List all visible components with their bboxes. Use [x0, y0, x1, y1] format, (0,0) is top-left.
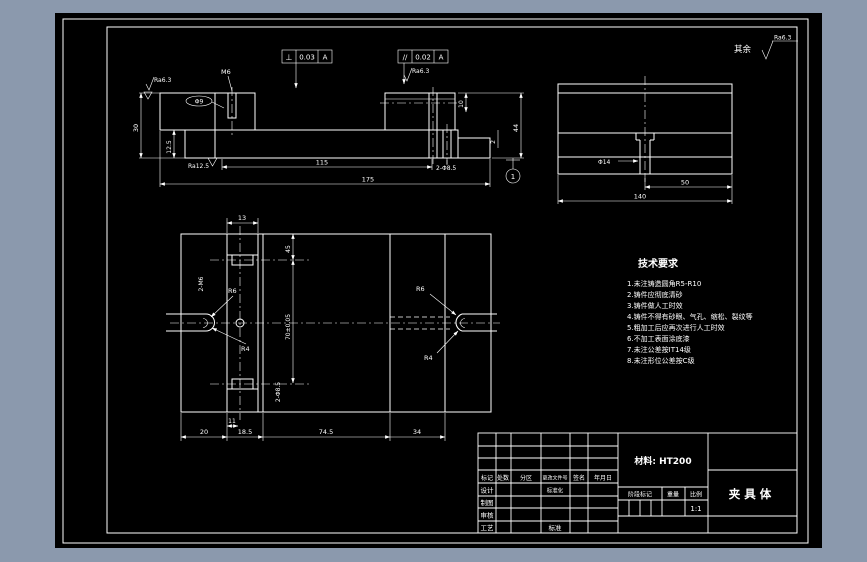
hole-callout-label: Φ9 [195, 99, 204, 106]
plan-view: R6 R4 R6 R4 2-M6 [166, 226, 500, 420]
hole-diameter-label: Φ14 [598, 159, 611, 166]
col-header-count: 处数 [497, 474, 509, 482]
tech-requirement-item: 4.铸件不得有砂眼、气孔、缩松、裂纹等 [627, 312, 753, 321]
radius-label: R4 [241, 345, 250, 353]
hole-pair-label: 2-Φ8.5 [275, 382, 282, 402]
row-design: 设计 [481, 486, 495, 495]
dim-45: 45 [285, 245, 292, 253]
gdt-tolerance: 0.03 [299, 54, 315, 62]
row-check: 审核 [481, 511, 495, 520]
roughness-label: Ra6.3 [154, 77, 171, 84]
technical-requirements: 技术要求 1.未注铸造圆角R5-R10 2.铸件应彻底清砂 3.铸件做人工时效 … [627, 257, 753, 365]
weight-label: 重量 [667, 491, 679, 499]
row-draft: 制图 [481, 498, 494, 507]
dim-34: 34 [413, 428, 421, 436]
tech-requirement-item: 1.未注铸造圆角R5-R10 [627, 279, 701, 288]
gdt-symbol: ⊥ [286, 53, 293, 62]
hole-pair-label: 2-Φ8.5 [436, 165, 456, 172]
roughness-triangle-icon [143, 91, 153, 100]
dim-10: 10 [458, 100, 465, 108]
radius-label: R6 [228, 287, 237, 295]
plan-view-dimensions: 13 45 70±0.05 2-Φ8.5 20 18.5 74.5 34 11 [180, 214, 446, 441]
drawing-canvas [55, 13, 822, 548]
gdt-tolerance: 0.02 [415, 54, 431, 62]
roughness-triangle-icon [207, 157, 218, 167]
locating-hole [235, 318, 245, 328]
general-note-prefix: 其余 [734, 44, 752, 55]
tech-requirement-item: 5.粗加工后应再次进行人工时效 [627, 323, 725, 332]
tech-requirement-item: 6.不加工表面涂底漆 [627, 334, 690, 343]
approve-label: 标准 [549, 523, 563, 532]
thread-label: M6 [221, 68, 231, 76]
dim-20: 20 [200, 428, 208, 436]
tech-requirement-item: 8.未注形位公差按C级 [627, 356, 695, 365]
scale-value: 1:1 [690, 505, 701, 513]
dim-50: 50 [681, 179, 689, 187]
dim-70: 70±0.05 [285, 314, 292, 340]
front-section-view: Φ9 [159, 87, 491, 164]
side-view: Φ14 50 140 [557, 76, 733, 204]
general-roughness-note: 其余 Ra6.3 [734, 35, 798, 60]
dim-115: 115 [316, 159, 328, 167]
roughness-check-icon [403, 67, 413, 82]
gdt-frame-perpendicularity: ⊥ 0.03 A [281, 49, 333, 89]
dim-2: 2 [490, 140, 497, 144]
gdt-symbol: // [403, 54, 408, 62]
radius-label: R4 [424, 354, 433, 362]
inner-sheet-frame [106, 26, 798, 534]
row-process: 工艺 [481, 524, 495, 532]
front-view-annotations: Ra6.3 M6 Ra6.3 Ra12.5 2-Φ8.5 1 [143, 67, 521, 184]
dim-30: 30 [132, 124, 140, 132]
hole-callout-bubble [185, 95, 213, 107]
col-header-date: 年月日 [594, 474, 612, 482]
dim-11: 11 [228, 418, 236, 425]
tech-requirement-item: 2.铸件应彻底清砂 [627, 290, 683, 299]
title-block: 标记 处数 分区 更改文件号 签名 年月日 设计 制图 审核 工艺 标准化 标准… [477, 432, 798, 534]
thread-pair-label: 2-M6 [198, 276, 205, 291]
col-header-mark: 标记 [481, 474, 493, 482]
gdt-datum: A [439, 54, 444, 62]
dim-12-5: 12.5 [166, 140, 173, 154]
col-header-signature: 签名 [573, 474, 585, 482]
dim-175: 175 [362, 176, 374, 184]
roughness-check-icon [145, 76, 155, 91]
stage-mark-label: 阶段标记 [628, 491, 652, 499]
balloon-number: 1 [511, 173, 515, 181]
gdt-frame-parallelism: // 0.02 A [397, 49, 449, 85]
roughness-check-icon [761, 40, 774, 60]
general-note-value: Ra6.3 [774, 35, 791, 42]
col-header-change-doc: 更改文件号 [542, 475, 567, 482]
dim-140: 140 [634, 193, 646, 201]
tech-requirement-item: 7.未注公差按IT14级 [627, 345, 691, 354]
dim-44: 44 [512, 124, 520, 132]
gdt-datum: A [323, 54, 328, 62]
roughness-label: Ra12.5 [188, 163, 209, 170]
dim-74-5: 74.5 [319, 428, 333, 436]
col-header-zone: 分区 [520, 474, 532, 482]
scale-label: 比例 [690, 491, 702, 499]
outer-sheet-frame [62, 18, 809, 544]
front-view-dimensions: 30 12.5 115 175 44 10 2 [132, 92, 524, 187]
dim-13: 13 [238, 214, 246, 222]
radius-label: R6 [416, 285, 425, 293]
tech-requirement-item: 3.铸件做人工时效 [627, 301, 683, 310]
tech-requirements-title: 技术要求 [638, 257, 679, 270]
roughness-label: Ra6.3 [412, 68, 429, 75]
standardization-label: 标准化 [547, 487, 564, 495]
part-name: 夹具体 [729, 487, 776, 501]
dim-18-5: 18.5 [238, 428, 252, 436]
material-label: 材料: HT200 [633, 455, 691, 467]
